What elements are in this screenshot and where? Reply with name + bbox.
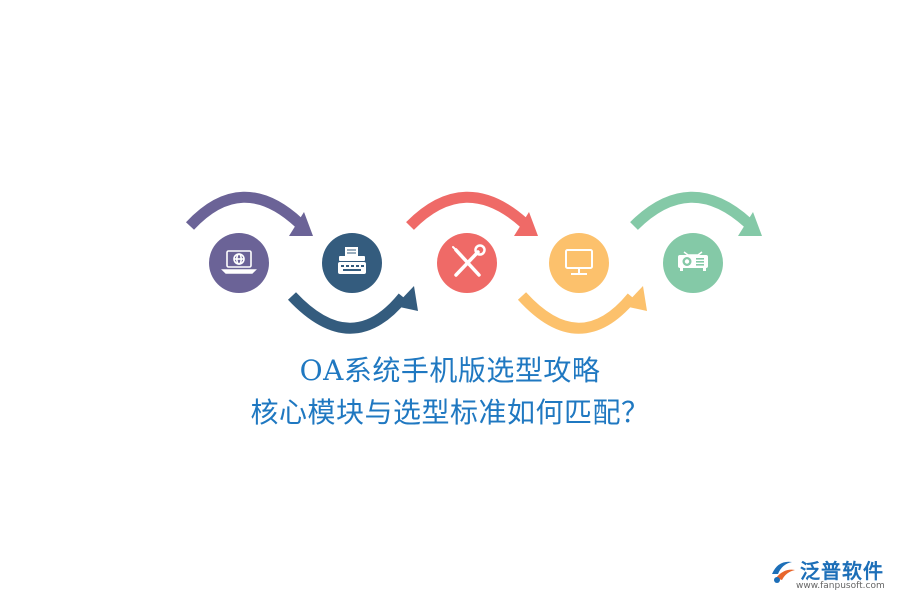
flow-arrow-3: [406, 191, 538, 236]
flow-arrow-2: [287, 286, 418, 334]
step-5-node: [663, 233, 723, 293]
flow-arrow-5: [630, 191, 762, 236]
brand-url: www.fanpusoft.com: [796, 581, 885, 591]
headline-line-2: 核心模块与选型标准如何匹配？: [250, 396, 650, 429]
brand-logo: 泛普软件 www.fanpusoft.com: [766, 554, 896, 594]
flow-arrow-4: [517, 286, 647, 334]
brand-mark-icon: [772, 561, 795, 583]
projector-icon: [678, 251, 708, 271]
brand-name: 泛普软件: [800, 559, 884, 583]
step-3-node: [437, 233, 497, 293]
laptop-globe-icon: [221, 250, 257, 274]
tools-icon: [452, 244, 486, 277]
step-1-node: [209, 233, 269, 293]
step-4-node: [549, 233, 609, 293]
flow-arrow-1: [185, 191, 313, 236]
headline-line-1: OA系统手机版选型攻略: [299, 354, 601, 387]
typewriter-icon: [338, 247, 366, 274]
step-2-node: [322, 233, 382, 293]
monitor-icon: [565, 249, 593, 275]
